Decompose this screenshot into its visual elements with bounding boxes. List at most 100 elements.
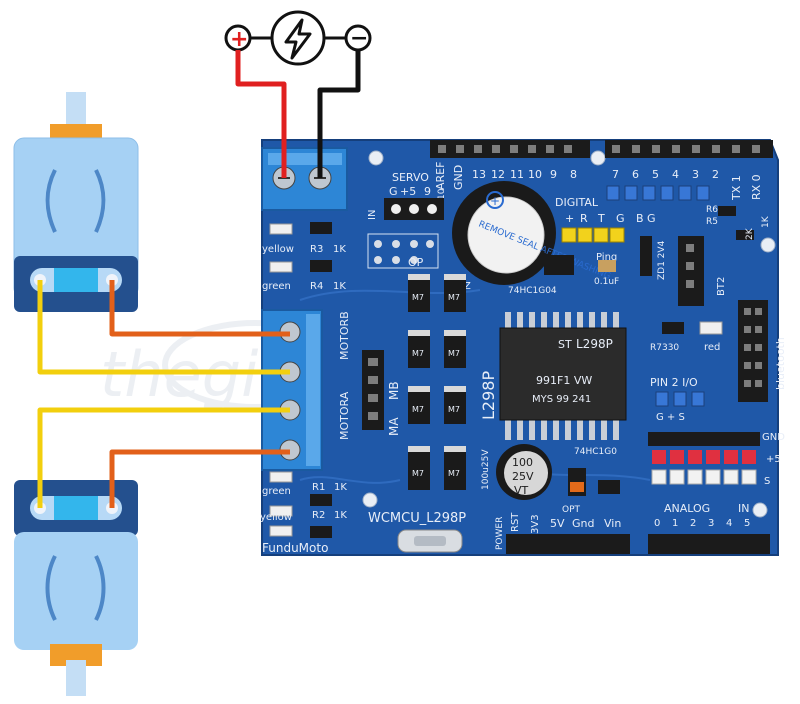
pin-label-tx: TX 1 <box>730 175 743 201</box>
r5-label: R5 <box>706 217 718 227</box>
op-jumper: OP <box>367 233 439 269</box>
pin-label-6: 6 <box>632 168 639 181</box>
motor-labels: MOTORB MOTORA MB MA <box>338 311 401 440</box>
chip-silk-label: L298P <box>479 371 498 420</box>
mounting-hole <box>368 150 384 166</box>
analog-label: ANALOG <box>664 502 710 515</box>
ping-pin-g: G <box>616 212 625 225</box>
r7-label: R7330 <box>650 343 679 353</box>
power-pin-3v3: 3V3 <box>530 514 541 534</box>
power-source-circle <box>270 10 326 66</box>
wire-red <box>235 50 287 178</box>
cap-value-top: 100 <box>512 456 533 469</box>
diode-label: M7 <box>448 349 460 358</box>
pin-label-9: 9 <box>550 168 557 181</box>
r2-label: R2 <box>312 510 325 521</box>
1k-label-right: 1K <box>761 215 771 228</box>
l298p-driver-chip: ST L298P 991F1 VW MYS 99 241 L298P <box>479 312 627 440</box>
power-minus-symbol: − <box>350 26 368 51</box>
pin-io-sub: G + S <box>656 412 685 423</box>
mounting-hole <box>362 492 378 508</box>
r4-label: R4 <box>310 281 323 292</box>
in-label: IN <box>367 210 378 220</box>
pin-label-5: 5 <box>652 168 659 181</box>
diode-label: M7 <box>448 405 460 414</box>
board-name: WCMCU_L298P <box>368 511 466 526</box>
ping-label: Ping <box>596 252 617 263</box>
ping-pin-t: T <box>597 212 605 225</box>
pin-label-12: 12 <box>491 168 505 181</box>
ic-74hc1g0-label: 74HC1G0 <box>574 447 617 457</box>
lower-components: 100u25V 100 25V VT OPT 74HC1G0 R7330 red <box>481 321 723 515</box>
power-wires <box>235 50 361 178</box>
upper-components: 74HC1G04 0.1uF ZD1 2V4 BT2 R5 R6 2K 1K <box>508 205 771 306</box>
servo-pin-g: G <box>389 185 398 198</box>
servo-pin-10: 10 <box>437 188 447 200</box>
power-label: POWER <box>495 517 505 550</box>
motorb-label: MOTORB <box>338 311 351 360</box>
servo-pin-5v: +5 <box>400 185 416 198</box>
pin-label-13: 13 <box>472 168 486 181</box>
diode-label: M7 <box>448 293 460 302</box>
wire-yellow-top <box>37 280 290 375</box>
pin-label-2: 2 <box>712 168 719 181</box>
cap-value-mid: 25V <box>512 470 534 483</box>
op-label: OP <box>408 256 424 269</box>
diode-label: M7 <box>412 349 424 358</box>
digital-header-left <box>430 140 590 158</box>
pin-label-aref: AREF <box>434 162 447 190</box>
wire-yellow-bottom <box>37 407 290 508</box>
pin-label-rx: RX 0 <box>750 174 763 200</box>
chip-marking-1: 991F1 VW <box>536 374 592 387</box>
pin-label-11: 11 <box>510 168 524 181</box>
r1-value: 1K <box>334 482 347 493</box>
power-source: + − <box>224 10 372 66</box>
analog-pin-2: 2 <box>690 518 696 529</box>
ping-header: + R T G B G Ping <box>561 212 656 263</box>
wire-orange-top <box>109 280 290 337</box>
analog-pin-5: 5 <box>744 518 750 529</box>
zd-label: ZD1 2V4 <box>657 240 667 280</box>
led-yellow-top-label: yellow <box>262 244 294 255</box>
r6-label: R6 <box>706 205 718 215</box>
led-green-top-label: green <box>262 281 291 292</box>
pin-label-gnd: GND <box>452 165 465 190</box>
wire-orange-bottom <box>109 449 290 508</box>
digital-header-right <box>605 140 773 158</box>
power-plus-symbol: + <box>230 27 248 52</box>
led-red-label: red <box>704 342 720 353</box>
power-terminal-block <box>261 147 348 211</box>
diode-label: M7 <box>448 469 460 478</box>
diodes: M7 M7 M7 M7 M7 M7 M7 M7 <box>408 274 466 490</box>
digital-label: DIGITAL <box>555 196 599 209</box>
power-pin-vin: Vin <box>604 517 621 530</box>
bg-label: B G <box>636 212 656 225</box>
power-pin-rst: RST <box>510 512 521 532</box>
analog-in-label: IN <box>738 502 749 515</box>
motora-label: MOTORA <box>338 391 351 440</box>
bluetooth-label: bluetooth <box>774 337 787 390</box>
analog-io-header: GND +5 S ANALOG IN 0 1 2 3 4 5 <box>648 432 785 554</box>
ping-pin-r: R <box>580 212 588 225</box>
motor-top <box>13 92 139 312</box>
led-green-bottom-label: green <box>262 486 291 497</box>
mb-label: MB <box>387 381 401 400</box>
side-s-label: S <box>764 476 770 487</box>
motor-bottom <box>14 480 138 696</box>
ma-label: MA <box>387 417 401 436</box>
motor-wires <box>37 280 290 508</box>
analog-pin-3: 3 <box>708 518 714 529</box>
mounting-hole <box>590 150 606 166</box>
r3-value: 1K <box>333 244 346 255</box>
servo-header: SERVO G +5 9 10 IN <box>367 171 447 220</box>
digital-header-labels: AREF GND 13 12 11 10 9 8 7 6 5 4 3 2 TX … <box>434 162 763 209</box>
r2-value: 1K <box>334 510 347 521</box>
led-yellow-bottom-label: yellow <box>260 512 292 523</box>
power-header: POWER RST 3V3 5V Gnd Vin <box>495 512 630 554</box>
side-gnd-label: GND <box>762 432 785 443</box>
2k-label: 2K <box>745 227 755 240</box>
bluetooth-header: bluetooth <box>738 300 787 402</box>
r4-value: 1K <box>333 281 346 292</box>
cap-0-1uf-label: 0.1uF <box>594 277 619 287</box>
buzzer-plus: + <box>490 194 500 208</box>
